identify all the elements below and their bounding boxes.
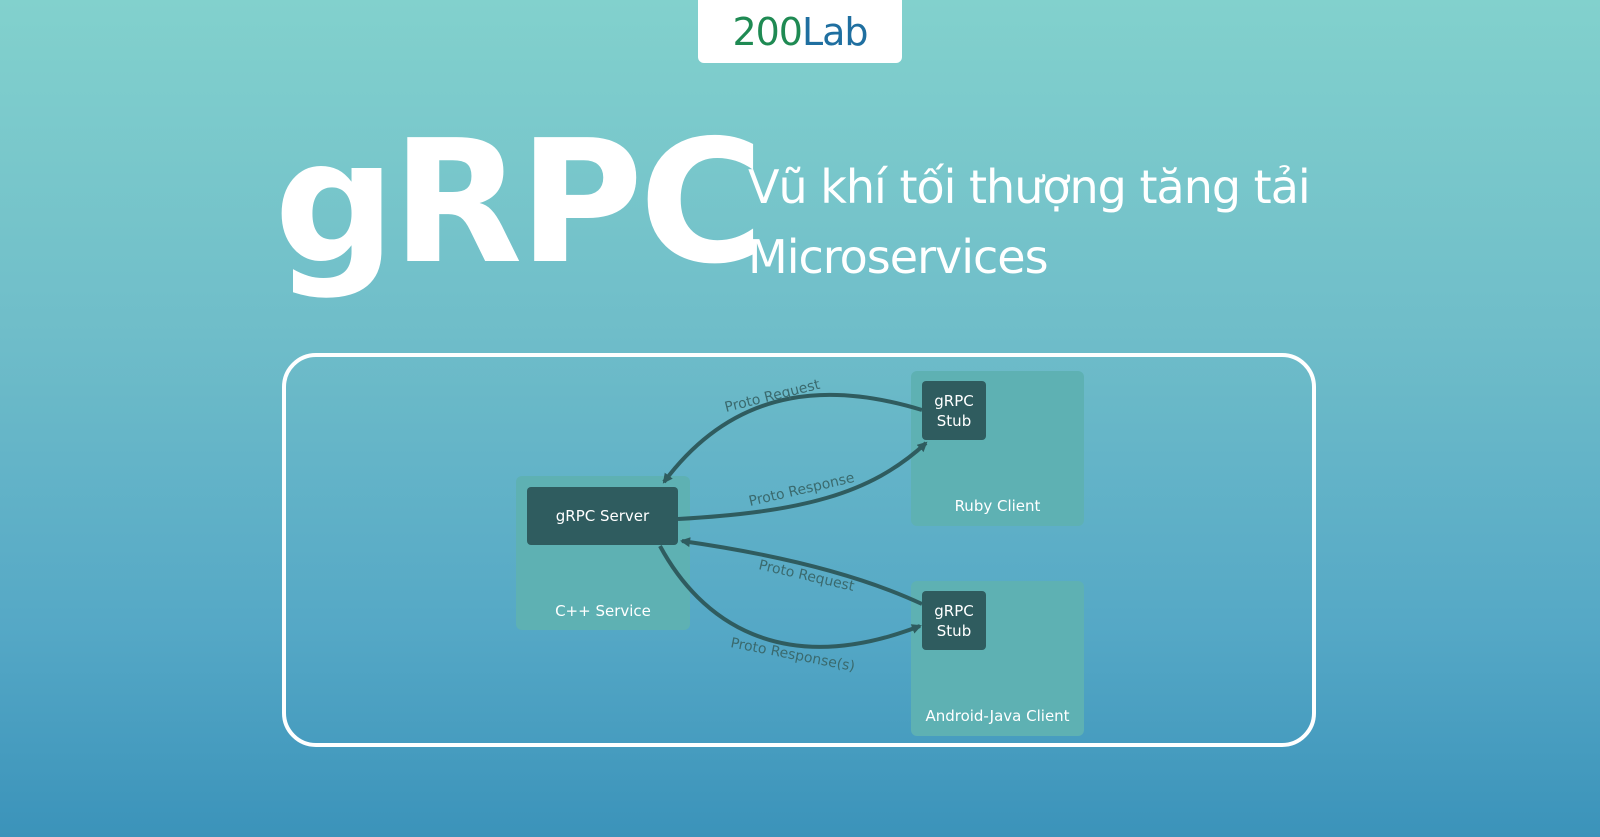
ruby-stub-line-2: Stub (936, 411, 972, 430)
ruby-grpc-stub-node: gRPC Stub (922, 381, 986, 440)
grpc-server-label: gRPC Server (555, 507, 650, 525)
android-java-client-panel: Android-Java Client (911, 581, 1084, 736)
diagram-frame (282, 353, 1316, 747)
grpc-server-node: gRPC Server (527, 487, 678, 545)
android-stub-line-1: gRPC (934, 601, 974, 620)
hero-subtitle-line-1: Vũ khí tối thượng tăng tải (748, 160, 1311, 214)
ruby-client-label: Ruby Client (954, 497, 1041, 515)
logo-text-lab: Lab (801, 9, 869, 54)
hero-subtitle-line-2: Microservices (748, 230, 1049, 284)
android-stub-line-2: Stub (936, 621, 972, 640)
android-grpc-stub-node: gRPC Stub (922, 591, 986, 650)
hero-title: gRPC (274, 104, 764, 302)
logo-text-200: 200 (732, 9, 803, 54)
android-java-client-label: Android-Java Client (925, 707, 1070, 725)
ruby-stub-line-1: gRPC (934, 391, 974, 410)
cpp-service-label: C++ Service (555, 602, 651, 620)
